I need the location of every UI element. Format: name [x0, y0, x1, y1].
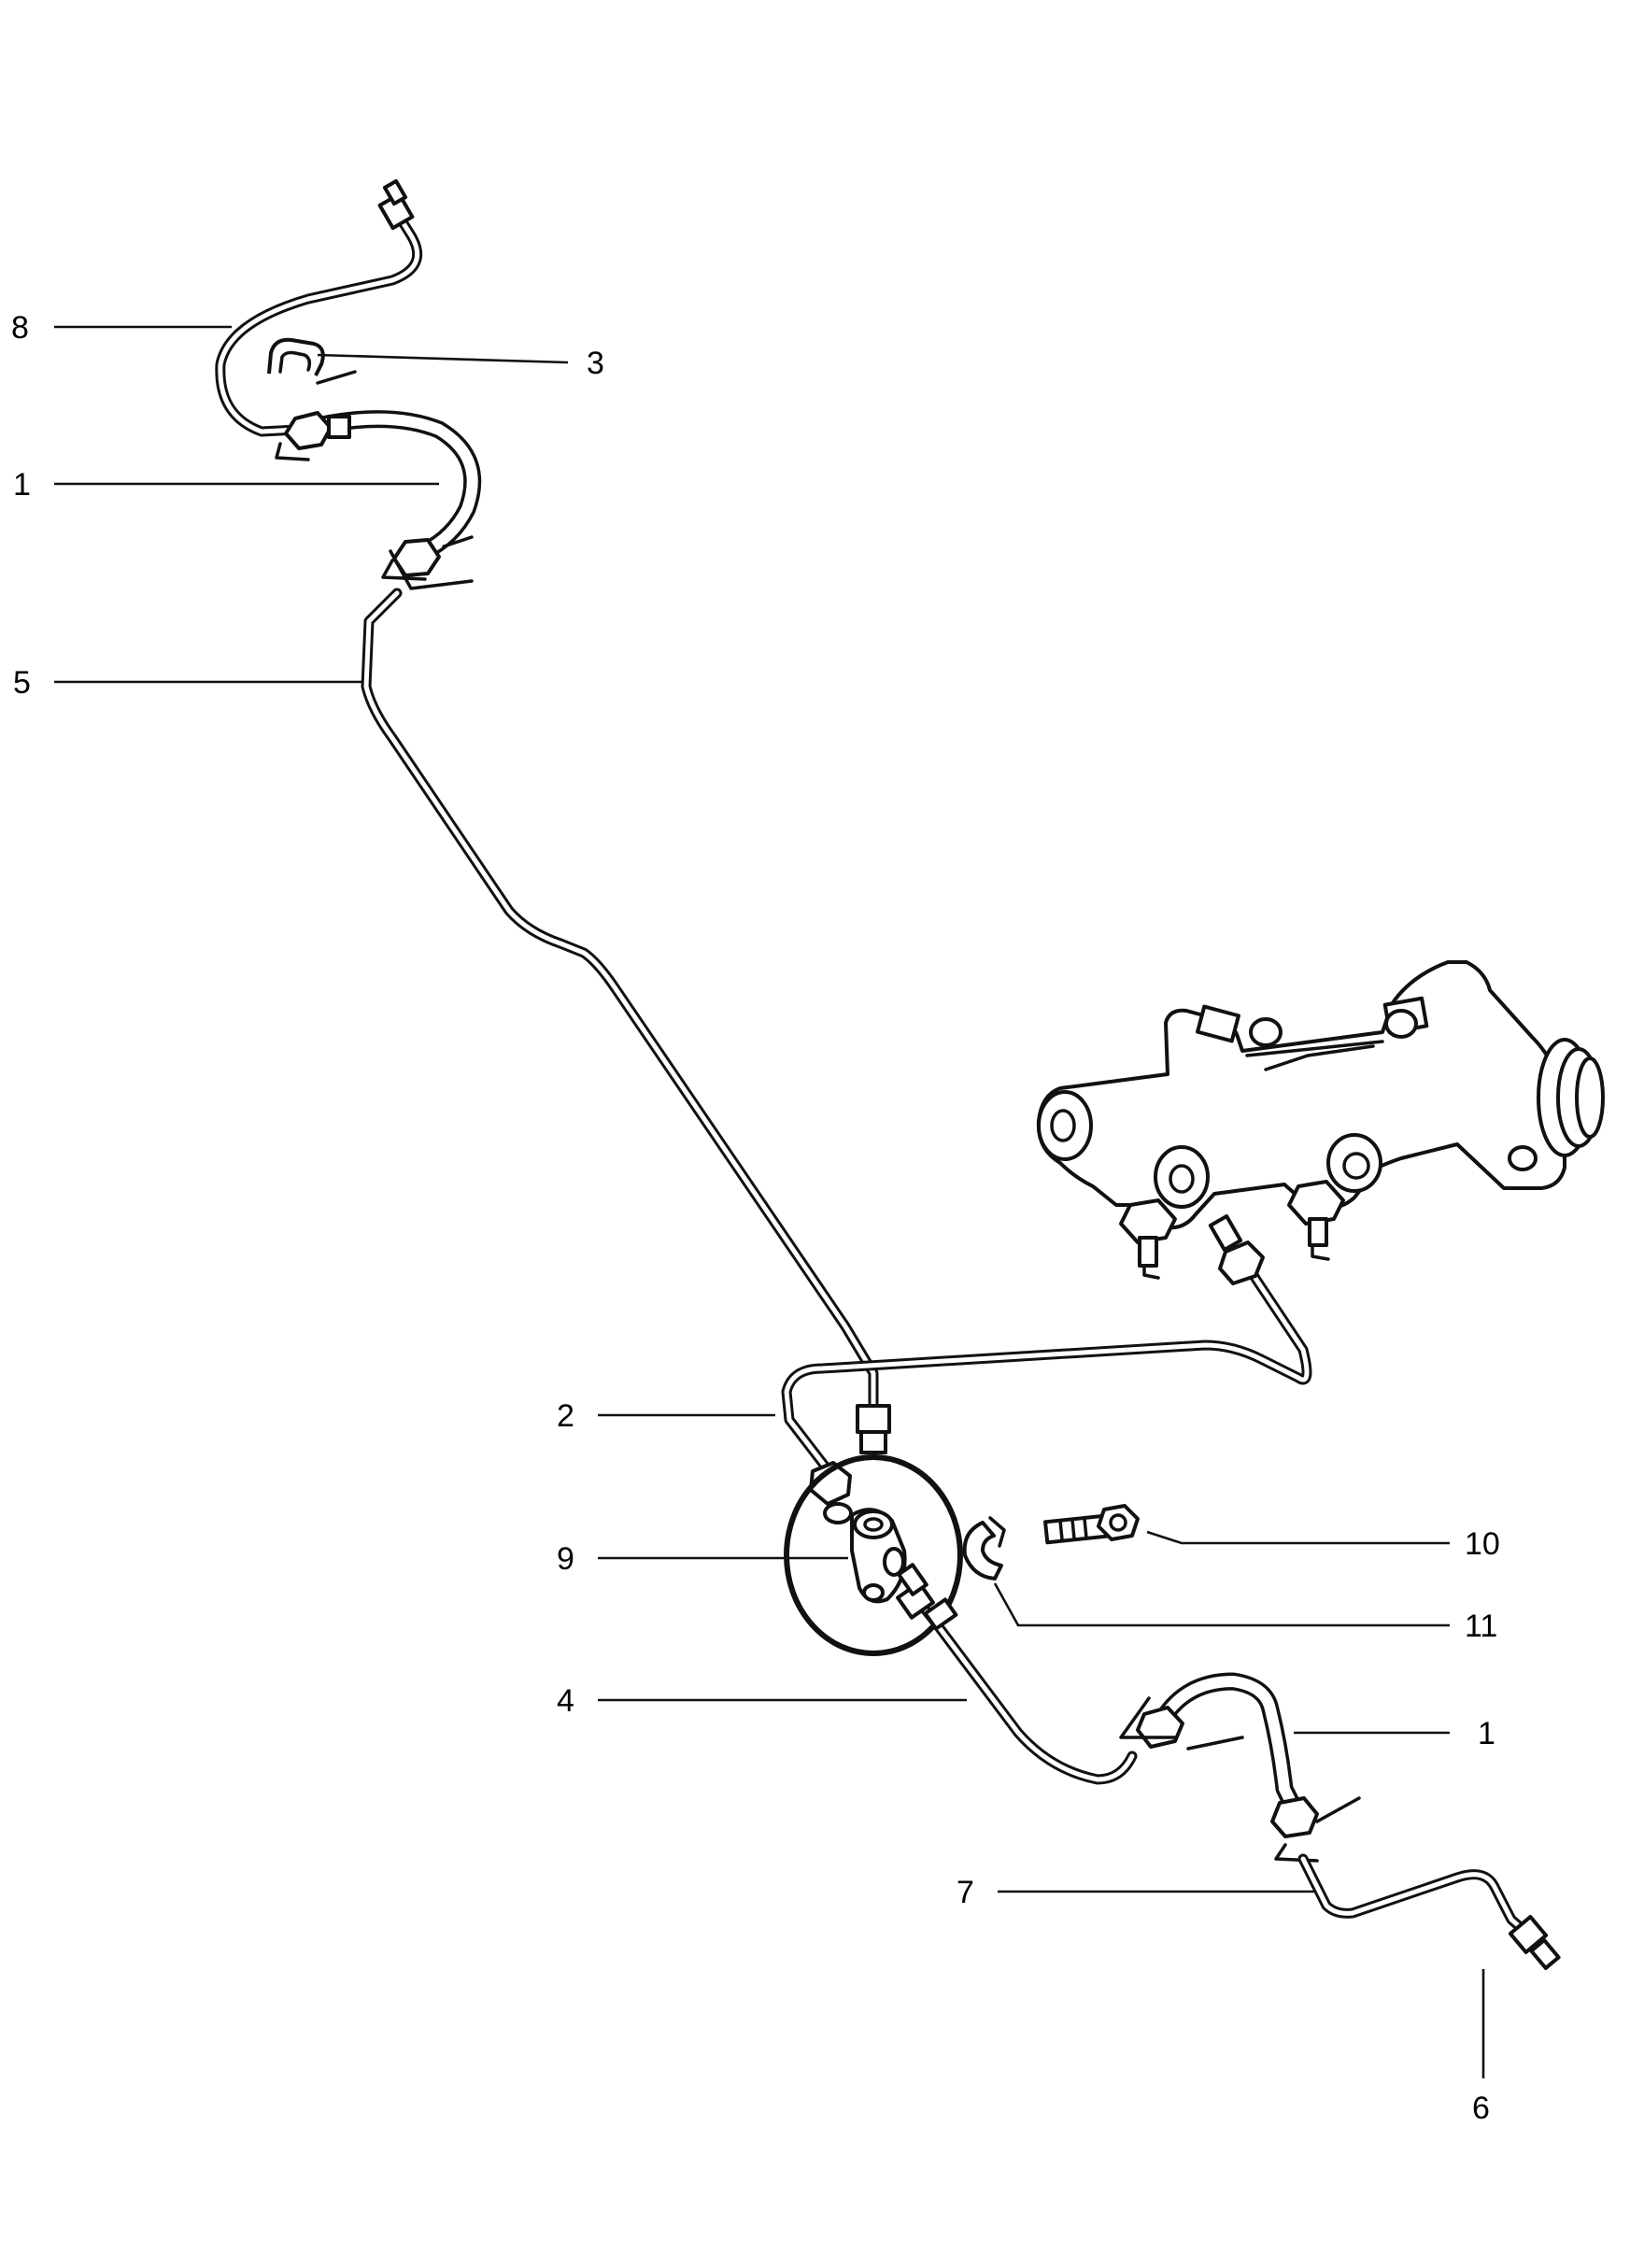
leader-lines	[54, 325, 1485, 2078]
callout-3: 3	[587, 346, 604, 381]
leader-3	[317, 353, 569, 364]
brake-distributor-9	[784, 1454, 963, 1656]
callout-1-lower: 1	[1478, 1716, 1495, 1751]
callout-11: 11	[1465, 1609, 1497, 1644]
brake-hose-1-lower	[1119, 1672, 1361, 1863]
callout-6: 6	[1472, 2091, 1490, 2126]
brake-pipe-4	[896, 1563, 1138, 1785]
callout-9: 9	[557, 1541, 574, 1577]
clip-3	[267, 337, 325, 376]
bracket-upper	[389, 549, 474, 590]
callout-4: 4	[557, 1683, 574, 1719]
callout-2: 2	[557, 1398, 574, 1434]
callout-5: 5	[13, 665, 31, 701]
master-cylinder	[1036, 960, 1605, 1280]
callout-10: 10	[1465, 1526, 1500, 1562]
callout-8: 8	[11, 310, 29, 346]
callout-7: 7	[957, 1875, 974, 1910]
brake-hose-1-upper	[275, 370, 482, 581]
brake-pipe-5	[361, 588, 891, 1454]
brake-pipe-2	[781, 1214, 1312, 1524]
callout-1-upper: 1	[13, 467, 31, 503]
leader-10	[1146, 1530, 1450, 1545]
clamp-11	[962, 1516, 1006, 1581]
brake-pipe-7	[1297, 1853, 1561, 1970]
callout-labels: 8 3 1 5 2 9 10 11 4 1 7 6	[11, 310, 1500, 2126]
leader-11	[993, 1582, 1450, 1627]
brake-pipe-8	[215, 178, 423, 437]
bolt-10	[1043, 1504, 1140, 1545]
